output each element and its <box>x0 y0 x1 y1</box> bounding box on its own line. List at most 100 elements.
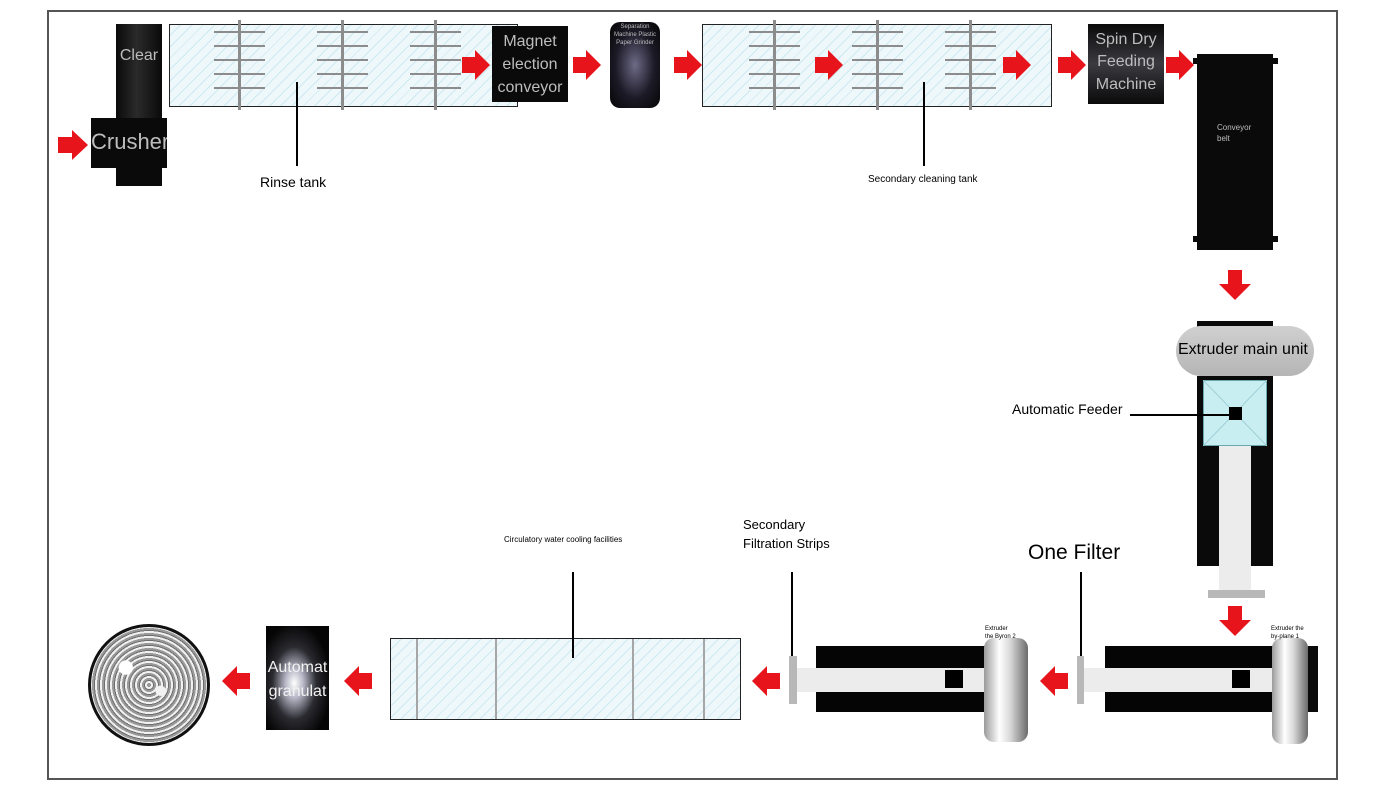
extruder-vertical-plate <box>1208 590 1265 598</box>
flow-arrow-5 <box>815 50 843 80</box>
flow-arrow-3 <box>573 50 601 80</box>
flow-arrow-left-1 <box>1040 666 1068 696</box>
tine <box>852 59 876 61</box>
tine <box>344 87 368 89</box>
tine <box>945 87 969 89</box>
automatic-feeder-inlet <box>1229 407 1242 420</box>
tine <box>879 87 903 89</box>
extruder-byron2-label-line2: the Byron 2 <box>985 634 1016 640</box>
tine <box>879 45 903 47</box>
cooling-tank-divider-2 <box>495 639 497 719</box>
flow-arrow-left-3 <box>344 666 372 696</box>
cooling-tank-divider-4 <box>703 639 705 719</box>
conveyor-belt-label-line2: belt <box>1217 134 1230 143</box>
tine <box>214 59 238 61</box>
tine <box>344 45 368 47</box>
tine <box>437 73 461 75</box>
tine <box>945 31 969 33</box>
automatic-feeder-leader <box>1130 414 1230 416</box>
tine <box>437 45 461 47</box>
one-filter-leader <box>1080 572 1082 656</box>
tine <box>749 73 773 75</box>
tine <box>317 45 341 47</box>
extruder-byplane1-label-line1: Extruder the <box>1271 626 1304 632</box>
diagram-frame <box>47 10 1338 780</box>
flow-arrow-left-2 <box>752 666 780 696</box>
tine <box>317 59 341 61</box>
automatic-granulator: Automat granulat <box>266 626 329 730</box>
secondary-filtration-label-line2: Filtration Strips <box>743 536 830 551</box>
tine <box>879 59 903 61</box>
tine <box>776 59 800 61</box>
secondary-cleaning-tank-label: Secondary cleaning tank <box>868 174 978 185</box>
tine <box>879 31 903 33</box>
extruder-byplane1-label-line2: by-plane 1 <box>1271 634 1300 640</box>
tine <box>776 73 800 75</box>
flow-arrow-2 <box>462 50 490 80</box>
grinder-label-line1: Separation <box>620 24 650 30</box>
flow-arrow-input <box>58 130 88 160</box>
tine <box>410 45 434 47</box>
extruder-main-unit-hopper <box>1176 326 1314 376</box>
rinse-tank-rake-1 <box>238 20 241 110</box>
flow-arrow-down-1 <box>1219 270 1251 300</box>
granulator-label-line1: Automat <box>267 659 328 676</box>
secondary-filtration-label-line1: Secondary <box>743 517 806 532</box>
extruder-2-barrel-top <box>816 646 986 668</box>
tine <box>852 73 876 75</box>
flow-arrow-left-4 <box>222 666 250 696</box>
cleaner-machine: Clear <box>116 24 162 124</box>
tine <box>972 45 996 47</box>
circulatory-water-cooling-tank <box>390 638 741 720</box>
magnet-selection-conveyor: Magnet election conveyor <box>492 26 568 102</box>
extruder-1-end-cap <box>1308 646 1318 712</box>
extruder-1-barrel-bottom <box>1105 692 1275 712</box>
tine <box>852 87 876 89</box>
conveyor-belt: Conveyor belt <box>1197 54 1273 250</box>
extruder-vertical-screw <box>1219 446 1251 596</box>
tine <box>410 73 434 75</box>
flow-arrow-6 <box>1003 50 1031 80</box>
rinse-tank-leader <box>296 82 298 166</box>
tine <box>437 59 461 61</box>
tine <box>317 87 341 89</box>
tine <box>241 31 265 33</box>
tine <box>241 73 265 75</box>
tine <box>437 31 461 33</box>
tine <box>410 59 434 61</box>
conveyor-roller-tl <box>1193 58 1201 64</box>
tine <box>749 45 773 47</box>
tine <box>852 31 876 33</box>
cooling-tank-leader <box>572 572 574 658</box>
crusher-label: Crusher <box>91 129 167 154</box>
tine <box>241 59 265 61</box>
flow-arrow-8 <box>1166 50 1194 80</box>
tine <box>972 73 996 75</box>
cooling-tank-divider-1 <box>416 639 418 719</box>
tine <box>241 45 265 47</box>
one-filter-label: One Filter <box>1028 541 1121 564</box>
tine <box>776 31 800 33</box>
tine <box>972 31 996 33</box>
granulator-label-line2: granulat <box>268 683 327 700</box>
cleaner-label: Clear <box>119 47 159 64</box>
extruder-top-block <box>1197 321 1273 329</box>
magnet-label-line1: Magnet <box>503 33 557 50</box>
magnet-label-line3: conveyor <box>497 79 563 96</box>
circulatory-cooling-label: Circulatory water cooling facilities <box>504 535 623 544</box>
cooling-tank-divider-3 <box>632 639 634 719</box>
grinder-label-line3: Paper Grinder <box>616 40 654 46</box>
secondary-filtration-leader <box>791 572 793 656</box>
crusher-base <box>116 166 162 186</box>
tine <box>749 87 773 89</box>
tine <box>344 59 368 61</box>
tine <box>776 87 800 89</box>
tine <box>317 31 341 33</box>
tine <box>317 73 341 75</box>
tine <box>214 45 238 47</box>
tine <box>749 31 773 33</box>
tine <box>410 87 434 89</box>
secondary-tank-rake-3 <box>969 20 972 110</box>
tine <box>945 73 969 75</box>
